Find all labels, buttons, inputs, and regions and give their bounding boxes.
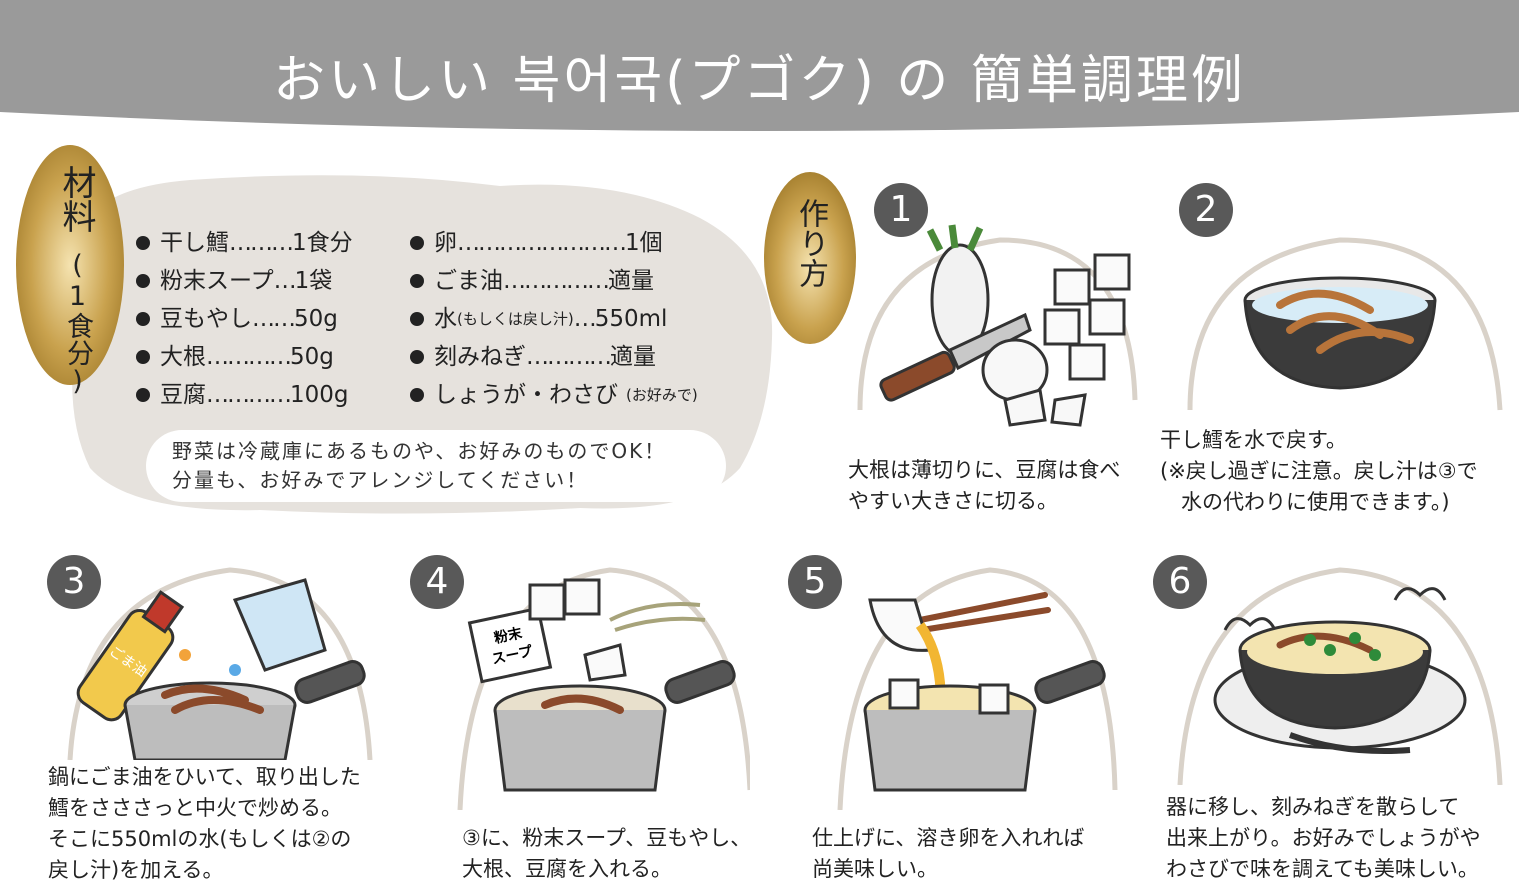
step-4-illustration: 粉末 スープ (457, 567, 750, 810)
step-3-caption: 鍋にごま油をひいて、取り出した 鱈をさささっと中火で炒める。 そこに550mlの… (48, 765, 361, 882)
step-6-caption: 器に移し、刻みねぎを散らして 出来上がり。お好みでしょうがや わさびで味を調えて… (1166, 795, 1481, 881)
step-6-illustration (1177, 567, 1503, 785)
ingredient-item: 大根…………50g (136, 338, 353, 376)
step-3-illustration: ごま油 (67, 567, 373, 760)
step-number: 1 (874, 183, 928, 237)
ingredient-item: 粉末スープ…1袋 (136, 262, 353, 300)
header-banner (0, 0, 1519, 131)
ingredient-item: 豆もやし……50g (136, 300, 353, 338)
ingredient-item: 豆腐…………100g (136, 376, 353, 414)
ingredients-list-right: 卵……………………1個 ごま油……………適量 水(もしくは戻し汁)…550ml … (410, 224, 698, 414)
step-1-caption: 大根は薄切りに、豆腐は食べ やすい大きさに切る。 (848, 458, 1121, 513)
step-number: 5 (788, 555, 842, 609)
step-number: 6 (1153, 555, 1207, 609)
ingredient-item: 干し鱈………1食分 (136, 224, 353, 262)
page-title: おいしい 북어국(プゴク) の 簡単調理例 (273, 51, 1246, 111)
note-box (146, 430, 726, 502)
ingredients-list-left: 干し鱈………1食分 粉末スープ…1袋 豆もやし……50g 大根…………50g 豆… (136, 224, 353, 414)
step-2-illustration (1187, 237, 1503, 411)
step-5-illustration (837, 567, 1118, 810)
step-5-caption: 仕上げに、溶き卵を入れれば 尚美味しい。 (812, 826, 1085, 881)
method-tag-bg (764, 172, 856, 344)
ingredients-tag-sub: (1食分) (62, 250, 93, 397)
ingredients-tag-title: 材料 (56, 165, 96, 233)
packet-label-1: 粉末 (493, 624, 525, 647)
ingredient-item: ごま油……………適量 (410, 262, 698, 300)
step-number: 2 (1179, 183, 1233, 237)
ingredient-item: 卵……………………1個 (410, 224, 698, 262)
step-number: 3 (47, 555, 101, 609)
ingredient-item: しょうが・わさび(お好みで) (410, 376, 698, 414)
step-1-illustration (857, 224, 1138, 427)
note-text: 野菜は冷蔵庫にあるものや、お好みのものでOK！ 分量も、お好みでアレンジしてくだ… (172, 439, 667, 492)
method-tag: 作り方 (793, 198, 828, 288)
ingredients-tag-bg (16, 145, 124, 385)
step-2-caption: 干し鱈を水で戻す。 (※戻し過ぎに注意。戻し汁は③で 水の代わりに使用できます。… (1160, 428, 1478, 514)
ingredient-item: 水(もしくは戻し汁)…550ml (410, 300, 698, 338)
step-4-caption: ③に、粉末スープ、豆もやし、 大根、豆腐を入れる。 (462, 826, 752, 881)
step-number: 4 (410, 555, 464, 609)
ingredient-item: 刻みねぎ…………適量 (410, 338, 698, 376)
ingredients-panel (72, 175, 773, 514)
